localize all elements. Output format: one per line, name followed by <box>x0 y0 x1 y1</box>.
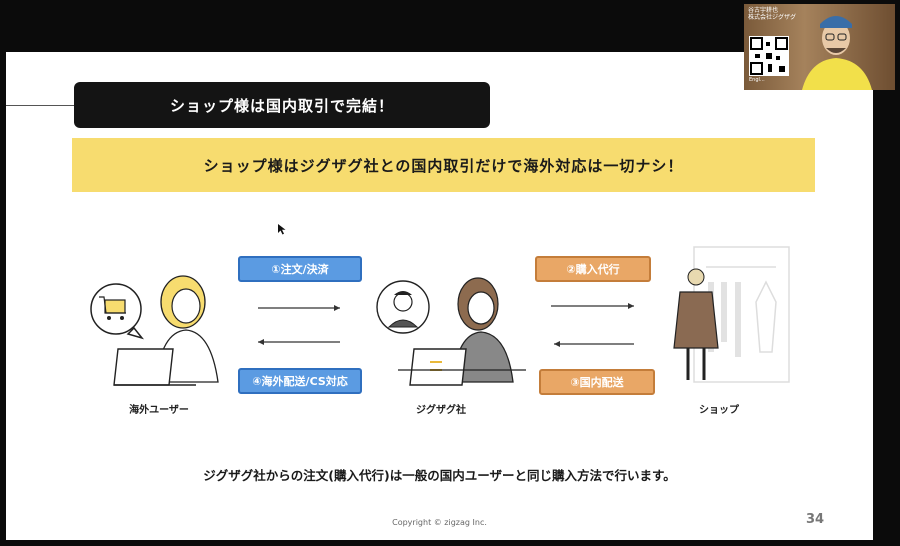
highlight-banner: ショップ様はジグザグ社との国内取引だけで海外対応は一切ナシ！ <box>72 138 815 192</box>
presenter-avatar <box>802 16 872 90</box>
shop-illustration <box>673 246 790 383</box>
copyright-text: Copyright © zigzag Inc. <box>392 518 487 527</box>
label-overseas-user: 海外ユーザー <box>129 405 189 416</box>
step-domestic-shipping: ③国内配送 <box>539 369 655 395</box>
qr-code-icon <box>749 36 789 76</box>
qr-caption: Engl... <box>749 77 765 83</box>
webcam-video-tile[interactable]: 谷古宇耕也 株式会社ジグザグ Engl... <box>744 4 895 90</box>
mouse-cursor-icon <box>278 224 286 235</box>
presenter-name: 谷古宇耕也 <box>748 7 779 14</box>
flow-illustration <box>90 224 790 386</box>
presenter-company: 株式会社ジグザグ <box>748 14 797 21</box>
step-overseas-shipping-cs: ④海外配送/CS対応 <box>238 368 362 394</box>
overseas-user-illustration <box>113 275 219 386</box>
page-number: 34 <box>806 512 825 527</box>
presentation-slide: ショップ様は国内取引で完結！ ショップ様はジグザグ社との国内取引だけで海外対応は… <box>6 52 873 540</box>
footer-note: ジグザグ社からの注文(購入代行)は一般の国内ユーザーと同じ購入方法で行います。 <box>203 468 676 483</box>
shopping-cart-bubble-icon <box>90 283 145 340</box>
label-zigzag: ジグザグ社 <box>416 405 466 416</box>
label-shop: ショップ <box>699 405 739 416</box>
step-order-payment: ①注文/決済 <box>238 256 362 282</box>
flow-arrows <box>258 303 634 347</box>
title-rule <box>6 105 74 106</box>
slide-title: ショップ様は国内取引で完結！ <box>74 82 490 128</box>
step-purchase-agency: ②購入代行 <box>535 256 651 282</box>
zigzag-staff-illustration <box>376 277 526 386</box>
